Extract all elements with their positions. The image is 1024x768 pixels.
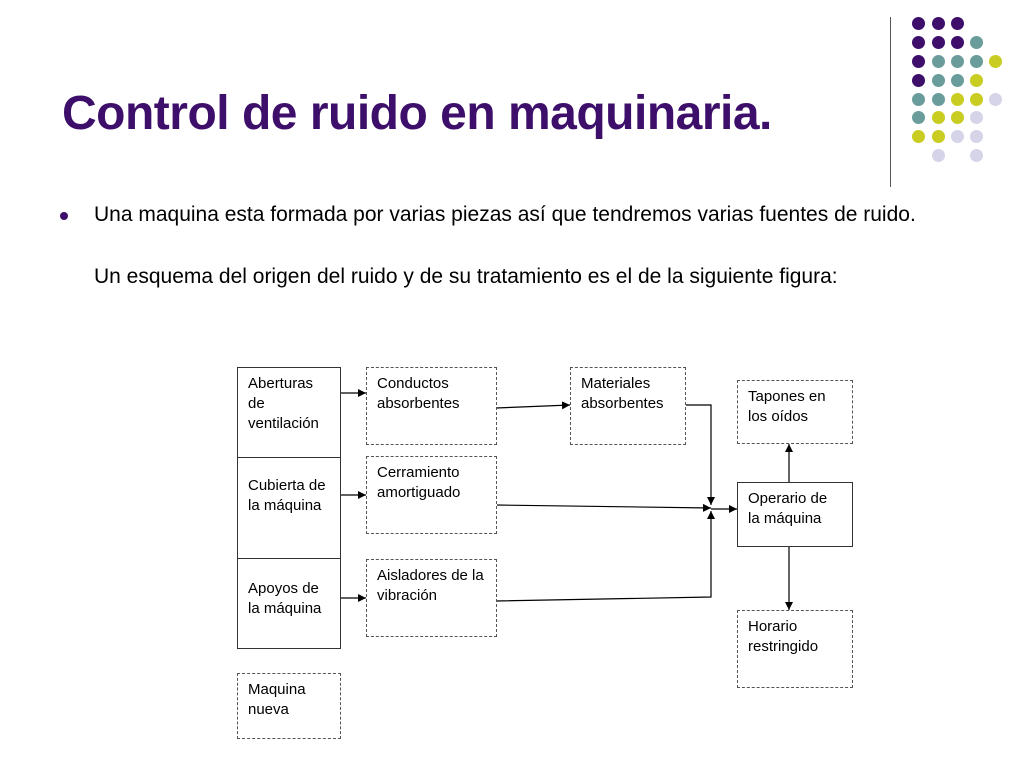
decorative-dot xyxy=(969,129,983,143)
decorative-dot xyxy=(969,148,983,162)
decorative-dot xyxy=(911,73,925,87)
box-label: Horario restringido xyxy=(748,618,819,655)
arrow-materiales-operario xyxy=(686,404,715,505)
bullet-subtext: Un esquema del origen del ruido y de su … xyxy=(94,265,838,288)
decorative-dot xyxy=(931,92,945,106)
decorative-dot xyxy=(911,110,925,124)
decorative-dot xyxy=(911,54,925,68)
decorative-dot xyxy=(950,54,964,68)
decorative-dot xyxy=(931,73,945,87)
box-label: Cerramiento amortiguado xyxy=(377,464,461,501)
box-cerramiento-amortiguado: Cerramiento amortiguado xyxy=(366,456,497,534)
box-label: Maquina nueva xyxy=(248,681,306,718)
box-maquina-nueva: Maquina nueva xyxy=(237,673,341,739)
box-label: Aisladores de la vibración xyxy=(377,567,484,604)
decorative-dot xyxy=(950,129,964,143)
box-horario-restringido: Horario restringido xyxy=(737,610,853,688)
box-label: Apoyos de la máquina xyxy=(248,580,322,617)
header-divider xyxy=(890,17,891,187)
box-conductos-absorbentes: Conductos absorbentes xyxy=(366,367,497,445)
arrow-cerramiento-operario xyxy=(495,503,712,512)
box-label: Operario de la máquina xyxy=(748,490,828,527)
decorative-dot xyxy=(950,92,964,106)
box-label: Conductos absorbentes xyxy=(377,375,460,412)
bullet-icon xyxy=(60,212,68,220)
decorative-dot xyxy=(931,129,945,143)
box-apoyos-maquina: Apoyos de la máquina xyxy=(237,558,341,649)
decorative-dot xyxy=(969,73,983,87)
box-label: Cubierta de la máquina xyxy=(248,477,326,514)
box-label: Materiales absorbentes xyxy=(581,375,664,412)
box-materiales-absorbentes: Materiales absorbentes xyxy=(570,367,686,445)
box-label: Aberturas de ventilación xyxy=(248,375,319,432)
bullet-item: Una maquina esta formada por varias piez… xyxy=(60,200,960,230)
decorative-dot xyxy=(969,110,983,124)
slide-title: Control de ruido en maquinaria. xyxy=(62,87,772,140)
decorative-dot xyxy=(911,35,925,49)
decorative-dot xyxy=(950,16,964,30)
decorative-dot xyxy=(988,54,1002,68)
box-aberturas-ventilacion: Aberturas de ventilación xyxy=(237,367,341,458)
decorative-dot xyxy=(931,35,945,49)
decorative-dot xyxy=(950,35,964,49)
decorative-dot xyxy=(950,110,964,124)
decorative-dot xyxy=(969,54,983,68)
decorative-dot xyxy=(969,35,983,49)
bullet-text: Una maquina esta formada por varias piez… xyxy=(94,203,916,226)
box-aisladores-vibracion: Aisladores de la vibración xyxy=(366,559,497,637)
decorative-dot xyxy=(911,129,925,143)
decorative-dot xyxy=(988,92,1002,106)
arrow-aisladores-operario xyxy=(495,511,715,602)
decorative-dot xyxy=(931,148,945,162)
arrow-conductos-materiales xyxy=(495,401,571,410)
box-tapones-oidos: Tapones en los oídos xyxy=(737,380,853,444)
box-label: Tapones en los oídos xyxy=(748,388,826,425)
decorative-dot xyxy=(911,16,925,30)
decorative-dot xyxy=(911,92,925,106)
decorative-dot xyxy=(950,73,964,87)
decorative-dot xyxy=(931,16,945,30)
decorative-dot xyxy=(969,92,983,106)
decorative-dot xyxy=(931,110,945,124)
box-operario-maquina: Operario de la máquina xyxy=(737,482,853,547)
box-cubierta-maquina: Cubierta de la máquina xyxy=(237,457,341,559)
decorative-dot xyxy=(931,54,945,68)
bullet-list: Una maquina esta formada por varias piez… xyxy=(60,200,960,230)
